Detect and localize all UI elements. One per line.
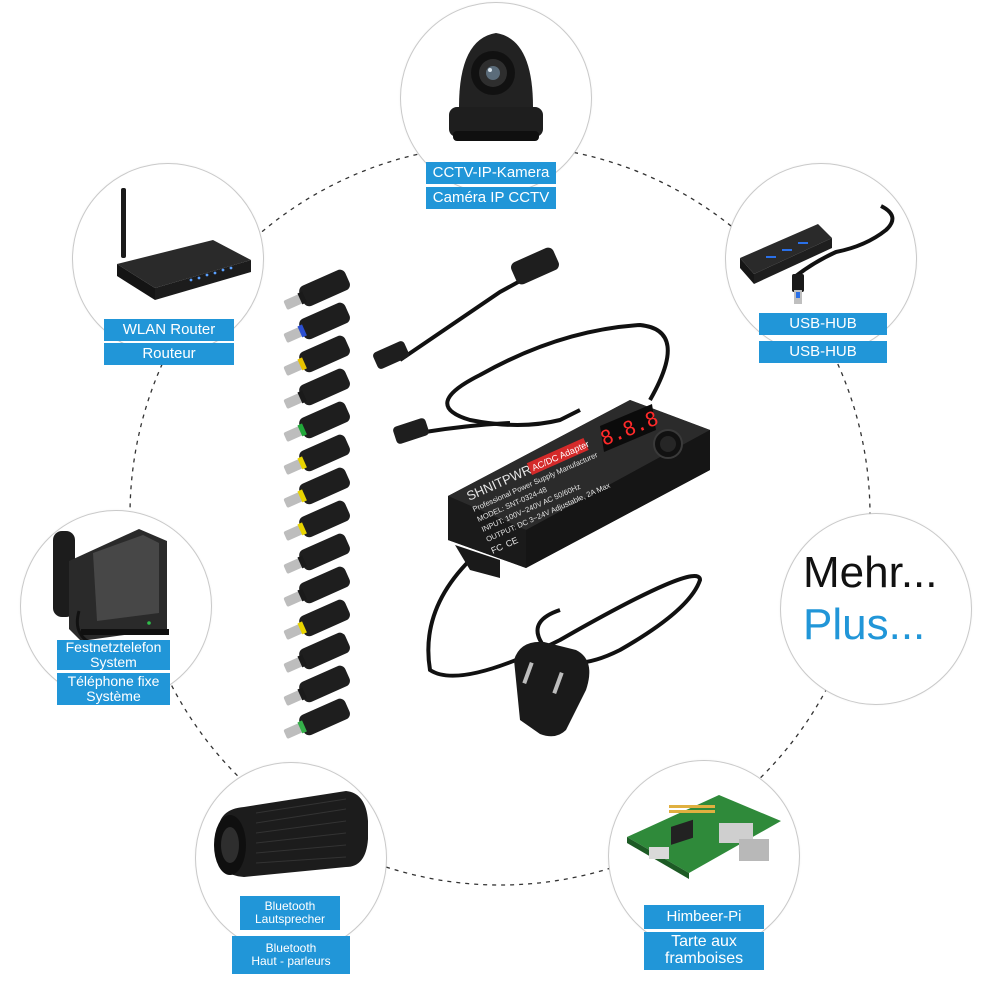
phone-circle: [20, 510, 212, 702]
ip-camera-icon: [449, 33, 543, 141]
connector-tip: [283, 698, 350, 739]
connector-tip: [283, 434, 350, 475]
router-label-de: WLAN Router: [104, 319, 234, 341]
dc-female-socket: [511, 247, 559, 285]
voltage-knob[interactable]: [653, 429, 683, 459]
connector-tip: [283, 368, 350, 409]
dc-plug-2: [393, 418, 429, 444]
connector-tip: [283, 401, 350, 442]
raspberry-pi-icon: [627, 795, 781, 879]
connector-tip: [283, 632, 350, 673]
usb-hub-label-de: USB-HUB: [759, 313, 887, 335]
dc-plug-cable: [424, 421, 511, 434]
more-text-de: Mehr...: [803, 548, 938, 597]
speaker-label-de: Bluetooth Lautsprecher: [240, 896, 340, 930]
more-circle: [780, 513, 972, 705]
phone-label-fr: Téléphone fixe Système: [57, 673, 170, 705]
connector-tip: [283, 599, 350, 640]
raspberry-label-fr: Tarte aux framboises: [644, 932, 764, 970]
more-text-fr: Plus...: [803, 600, 926, 649]
connector-tip: [283, 533, 350, 574]
dc-plug-1: [373, 341, 409, 369]
connector-tip: [283, 467, 350, 508]
connector-tip: [283, 500, 350, 541]
connector-tip: [283, 335, 350, 376]
connector-tip: [283, 665, 350, 706]
euro-plug: [514, 641, 590, 737]
connector-tips: [283, 269, 350, 739]
phone-label-de: Festnetztelefon System: [57, 640, 170, 670]
camera-label-de: CCTV-IP-Kamera: [426, 162, 556, 184]
bluetooth-speaker-icon: [214, 791, 368, 877]
camera-label-fr: Caméra IP CCTV: [426, 187, 556, 209]
desk-phone-icon: [53, 529, 169, 649]
wifi-router-icon: [117, 188, 251, 300]
raspberry-label-de: Himbeer-Pi: [644, 905, 764, 929]
router-label-fr: Routeur: [104, 343, 234, 365]
usb-hub-label-fr: USB-HUB: [759, 341, 887, 363]
adapter-badge: [526, 438, 589, 476]
fc-mark: FC: [489, 542, 504, 556]
connector-tip: [283, 566, 350, 607]
connector-tip: [283, 269, 350, 310]
speaker-label-fr: Bluetooth Haut - parleurs: [232, 936, 350, 974]
ce-mark: CE: [504, 535, 520, 549]
usb-hub-icon: [740, 204, 895, 304]
connector-tip: [283, 302, 350, 343]
speaker-circle: [195, 762, 387, 954]
